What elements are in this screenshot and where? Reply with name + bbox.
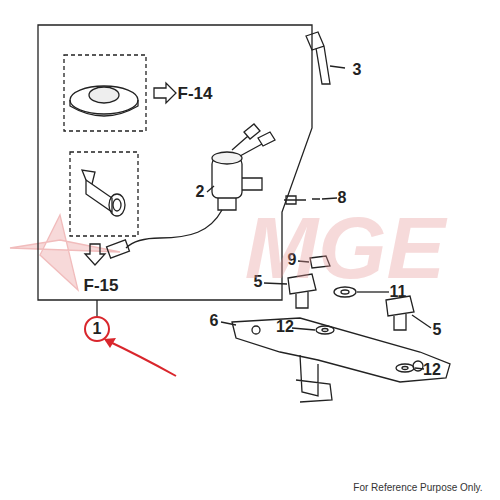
reference-label: F-15	[84, 277, 119, 294]
callout-number: 12	[276, 319, 294, 335]
callout-number: 1	[93, 321, 102, 337]
watermark: MGE	[245, 204, 445, 292]
callout-number: 3	[353, 62, 362, 78]
callout-number: 2	[196, 184, 205, 200]
callout-circle: 1	[84, 316, 110, 342]
callout-number: 6	[210, 313, 219, 329]
callout-number: 5	[433, 322, 442, 338]
reference-label: F-14	[178, 85, 213, 102]
reference-note: For Reference Purpose Only.	[353, 483, 482, 493]
callout-number: 12	[423, 362, 441, 378]
